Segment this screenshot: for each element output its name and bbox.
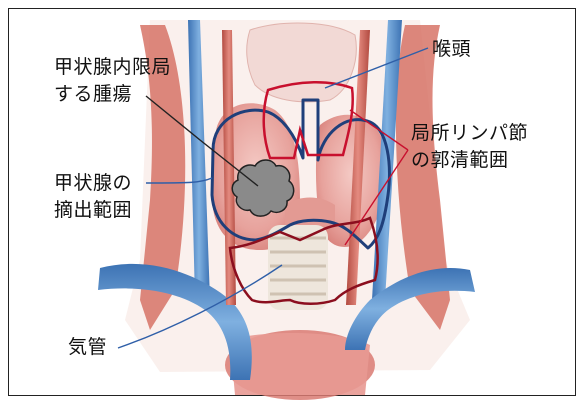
lymph-node-label: 局所リンパ節 の郭清範囲 <box>411 120 528 174</box>
tumor-shape <box>232 160 293 216</box>
trachea-label: 気管 <box>68 334 107 361</box>
thyroid-excision-label: 甲状腺の 摘出範囲 <box>54 170 132 224</box>
larynx-label: 喉頭 <box>432 36 471 63</box>
thyroid-tumor-label: 甲状腺内限局 する腫瘍 <box>54 54 171 108</box>
